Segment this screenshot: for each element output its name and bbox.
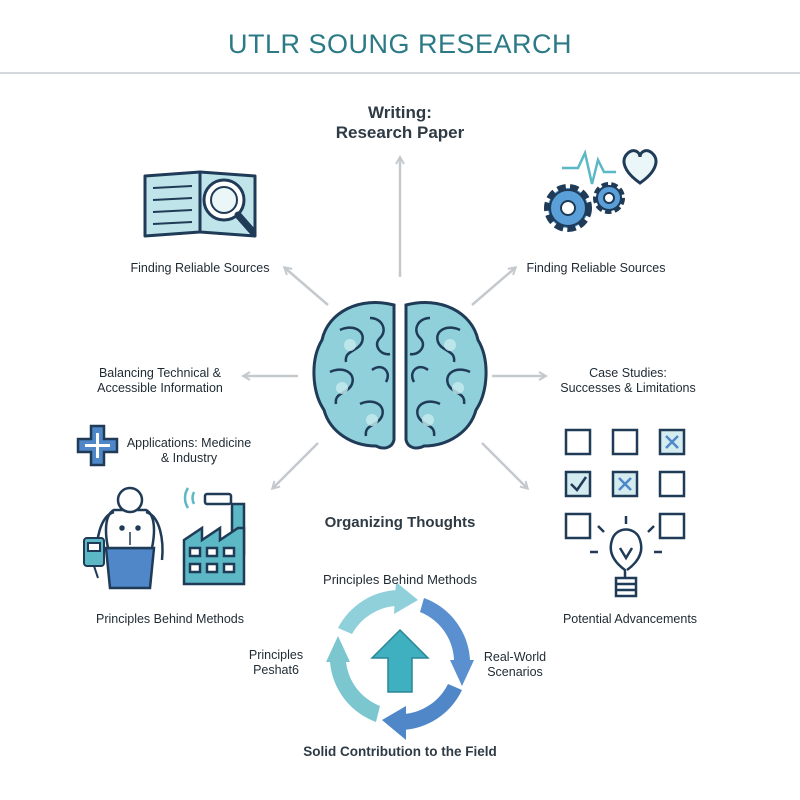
cycle-bottom-label: Solid Contribution to the Field bbox=[303, 744, 497, 759]
organizing-thoughts-label: Organizing Thoughts bbox=[324, 514, 476, 531]
arrow-up-right bbox=[471, 268, 515, 306]
factory-icon bbox=[182, 487, 246, 586]
book-magnifier-icon bbox=[143, 170, 257, 238]
page-title: UTLR SOUNG RESEARCH bbox=[227, 29, 573, 59]
medical-cross-icon bbox=[76, 424, 119, 467]
human-body-icon bbox=[94, 486, 164, 590]
cycle-right-label: Real-World Scenarios bbox=[483, 650, 547, 679]
center-top-label: Writing: Research Paper bbox=[335, 103, 465, 143]
lightbulb-icon bbox=[590, 516, 662, 598]
cycle-left-label: Principles Peshat6 bbox=[248, 648, 304, 677]
gears-heartbeat-icon bbox=[544, 149, 658, 232]
radial-arrows bbox=[244, 158, 545, 488]
top-left-label: Finding Reliable Sources bbox=[130, 261, 270, 275]
brain-icon bbox=[312, 300, 488, 450]
mid-left-label: Balancing Technical & Accessible Informa… bbox=[97, 366, 223, 395]
applications-label: Applications: Medicine & Industry bbox=[126, 436, 252, 465]
left-bottom-label: Principles Behind Methods bbox=[96, 612, 244, 626]
cycle-top-label: Principles Behind Methods bbox=[323, 572, 477, 587]
top-right-label: Finding Reliable Sources bbox=[526, 261, 666, 275]
arrow-up-left bbox=[285, 268, 329, 306]
checkbox-grid-icon bbox=[564, 428, 686, 540]
cycle-arrows-icon bbox=[326, 582, 474, 740]
arrow-down-right bbox=[481, 442, 527, 488]
arrow-down-left bbox=[273, 442, 319, 488]
device-icon bbox=[83, 537, 105, 579]
right-bottom-label: Potential Advancements bbox=[562, 612, 698, 626]
mid-right-label: Case Studies: Successes & Limitations bbox=[560, 366, 696, 395]
